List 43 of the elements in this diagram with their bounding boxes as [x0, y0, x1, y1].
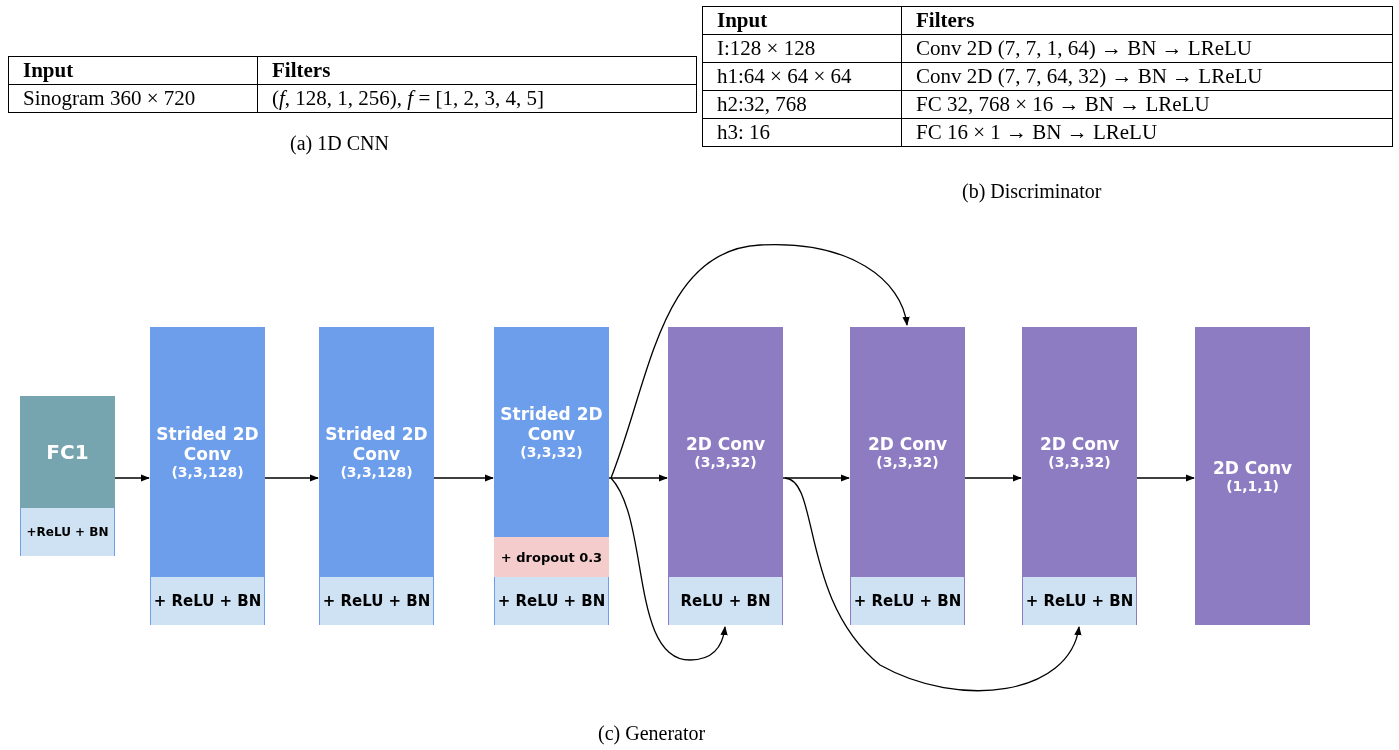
layer-block: 2D Conv (1,1,1) [1195, 327, 1310, 625]
skip-connection-arrow [784, 477, 1081, 692]
layer-block: 2D Conv (3,3,32) [850, 327, 965, 577]
arrow [433, 474, 494, 482]
arrow [1136, 474, 1195, 482]
layer-block: Strided 2D Conv (3,3,32) [494, 327, 609, 537]
table-header: Filters [257, 56, 697, 85]
layer-block: 2D Conv (3,3,32) [668, 327, 783, 577]
activation-block: + ReLU + BN [319, 577, 434, 625]
table-cell: (f, 128, 1, 256), f = [1, 2, 3, 4, 5] [257, 84, 697, 113]
table-cell: Conv 2D (7, 7, 1, 64) → BN → LReLU [901, 34, 1393, 63]
layer-block: 2D Conv (3,3,32) [1022, 327, 1137, 577]
table-cell: h3: 16 [702, 118, 902, 147]
table-cell: FC 16 × 1 → BN → LReLU [901, 118, 1393, 147]
layer-block: Strided 2D Conv (3,3,128) [150, 327, 265, 577]
table-cell: I:128 × 128 [702, 34, 902, 63]
arrow [782, 474, 850, 482]
table-header: Filters [901, 6, 1393, 35]
arrow [608, 474, 668, 482]
table-cell: h1:64 × 64 × 64 [702, 62, 902, 91]
table-cell: FC 32, 768 × 16 → BN → LReLU [901, 90, 1393, 119]
arrow [264, 474, 319, 482]
activation-block: + ReLU + BN [850, 577, 965, 625]
activation-block: + ReLU + BN [150, 577, 265, 625]
layer-block: FC1 [20, 396, 115, 508]
layer-block: Strided 2D Conv (3,3,128) [319, 327, 434, 577]
activation-block: + ReLU + BN [494, 577, 609, 625]
table-header: Input [8, 56, 258, 85]
activation-block: + ReLU + BN [1022, 577, 1137, 625]
figure-caption: (c) Generator [598, 722, 706, 745]
skip-connection-arrow [610, 244, 909, 479]
skip-connection-arrow [610, 477, 728, 661]
table-header: Input [702, 6, 902, 35]
arrow [114, 474, 150, 482]
activation-block: ReLU + BN [668, 577, 783, 625]
table-caption: (b) Discriminator [962, 180, 1102, 203]
table-cell: Sinogram 360 × 720 [8, 84, 258, 113]
table-cell: Conv 2D (7, 7, 64, 32) → BN → LReLU [901, 62, 1393, 91]
arrow [964, 474, 1022, 482]
table-caption: (a) 1D CNN [290, 132, 389, 155]
table-cell: h2:32, 768 [702, 90, 902, 119]
activation-block: +ReLU + BN [20, 508, 115, 556]
dropout-block: + dropout 0.3 [494, 537, 609, 577]
